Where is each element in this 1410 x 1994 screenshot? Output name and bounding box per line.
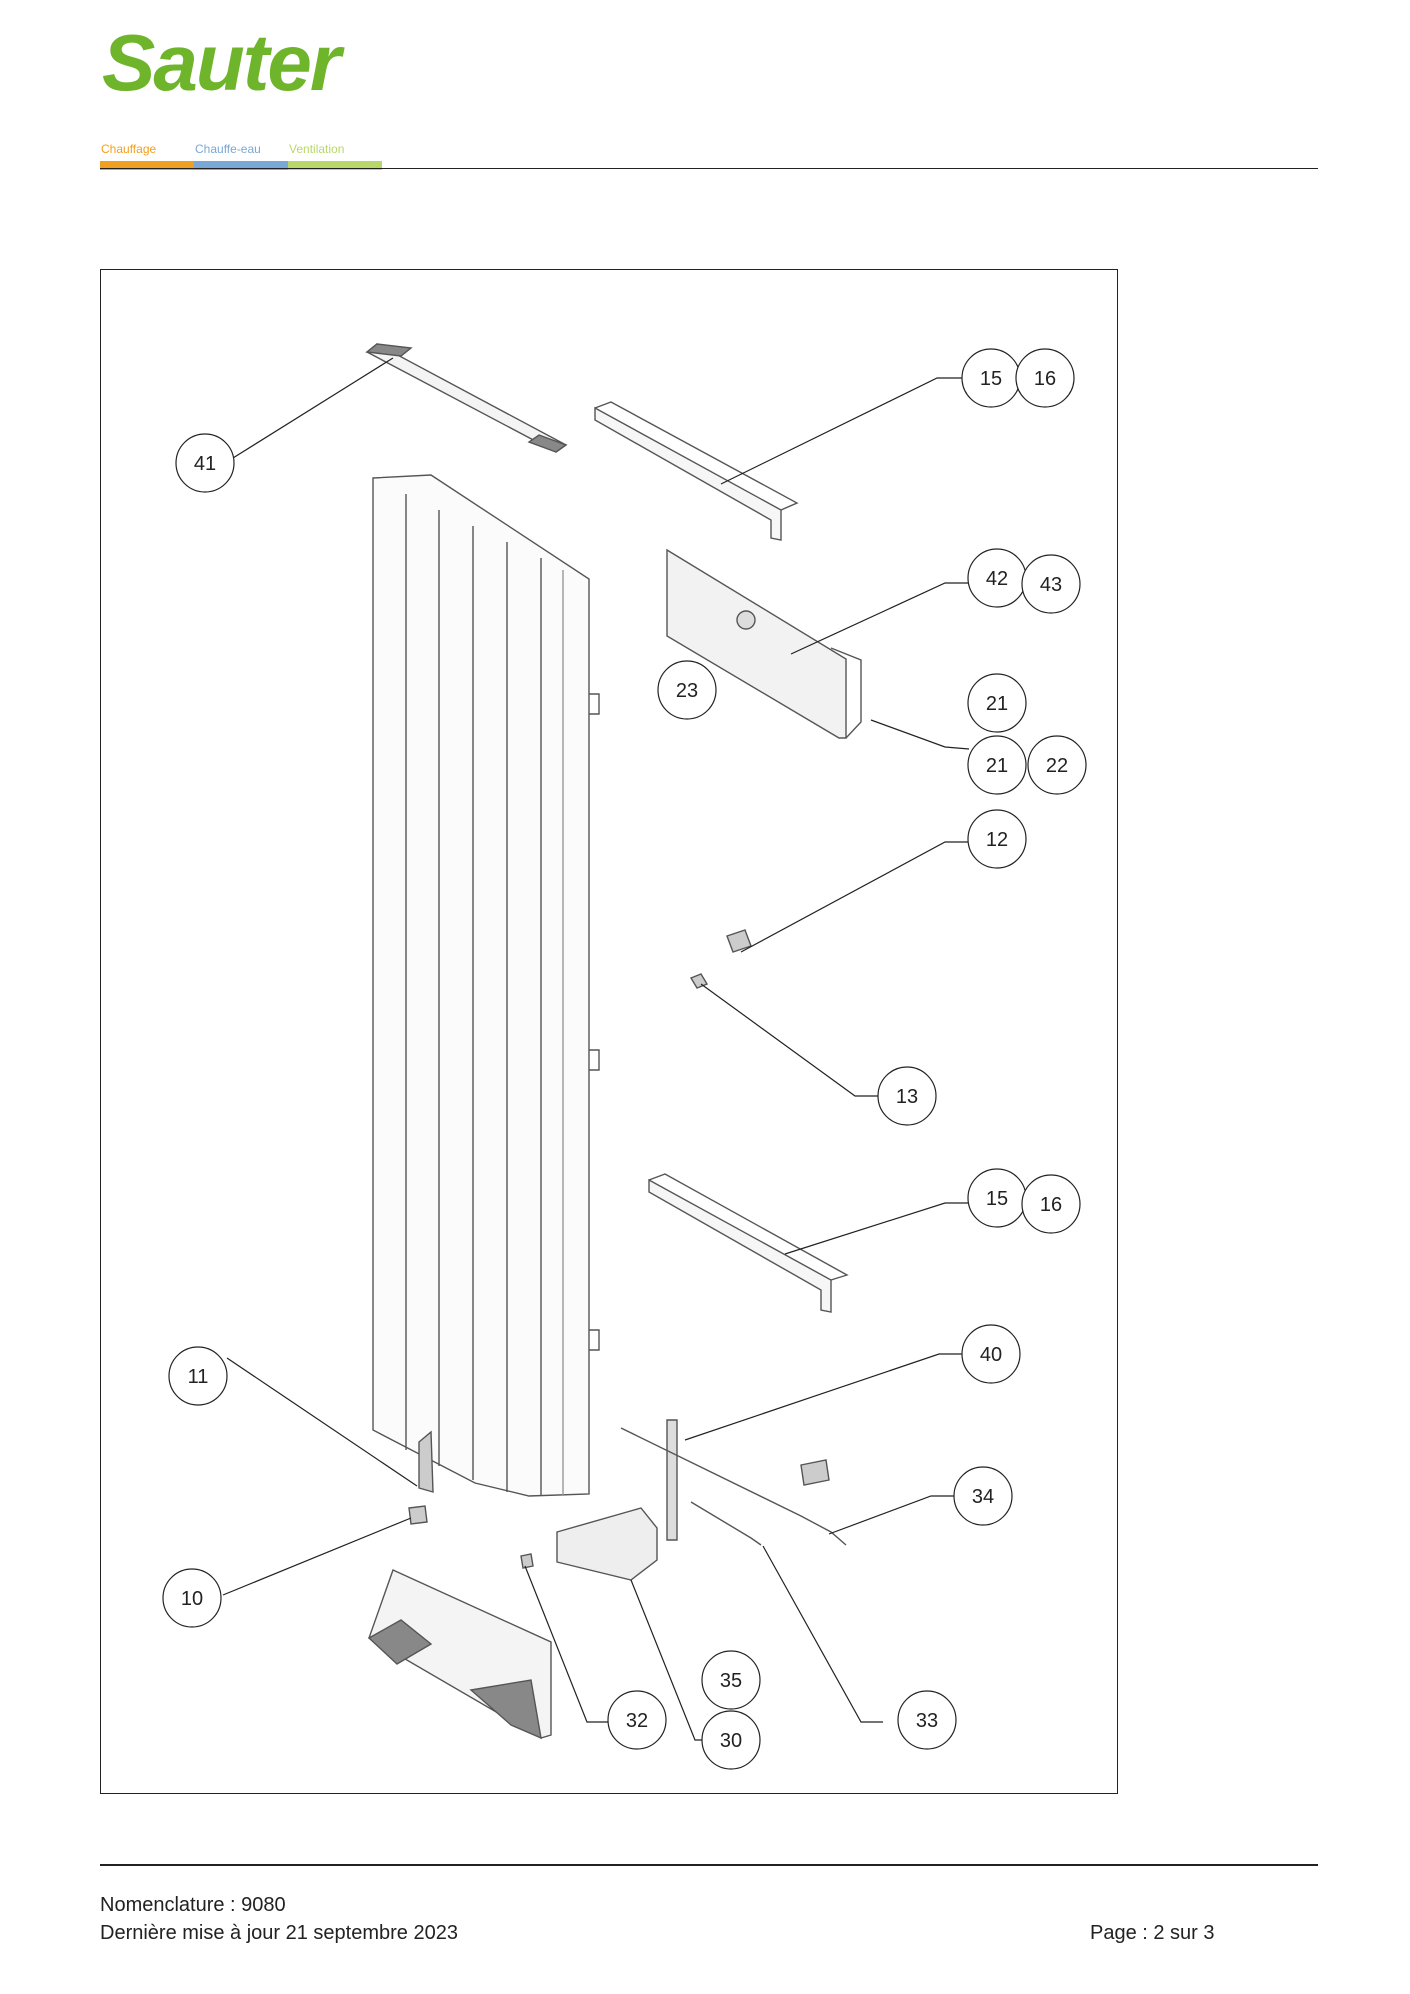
tab-ventilation: Ventilation (288, 142, 382, 170)
tab-label: Chauffage (101, 142, 157, 156)
callout-number: 13 (896, 1086, 918, 1108)
callout-13 (877, 1066, 937, 1126)
footer-divider (100, 1864, 1318, 1866)
callout-number: 43 (1040, 574, 1062, 596)
callout-number: 41 (194, 453, 216, 475)
tab-color-bar (100, 161, 194, 170)
tab-label: Chauffe-eau (195, 142, 261, 156)
callout-21-b (967, 735, 1027, 795)
tab-color-bar (194, 161, 288, 170)
callout-number: 15 (980, 368, 1002, 390)
callout-number: 15 (986, 1188, 1008, 1210)
callout-10 (162, 1568, 222, 1628)
tab-chauffe-eau: Chauffe-eau (194, 142, 288, 170)
callout-number: 10 (181, 1588, 203, 1610)
callout-number: 33 (916, 1710, 938, 1732)
callout-number: 11 (188, 1366, 209, 1388)
callout-16-bottom (1021, 1174, 1081, 1234)
footer-last-updated: Dernière mise à jour 21 septembre 2023 (100, 1922, 458, 1944)
callout-12 (967, 809, 1027, 869)
tab-chauffage: Chauffage (100, 142, 194, 170)
callout-16-top (1015, 348, 1075, 408)
callout-41 (175, 433, 235, 493)
callout-21-a (967, 673, 1027, 733)
callout-number: 32 (626, 1710, 648, 1732)
callout-number: 34 (972, 1486, 994, 1508)
exploded-parts-diagram: 41 15 16 42 43 23 21 21 22 12 13 15 16 4… (100, 269, 1118, 1794)
callout-34 (953, 1466, 1013, 1526)
leader-lines (222, 357, 970, 1741)
callout-number: 12 (986, 829, 1008, 851)
footer-nomenclature: Nomenclature : 9080 (100, 1894, 286, 1916)
callout-circles (162, 348, 1087, 1770)
callout-number: 21 (986, 755, 1008, 777)
radiator-drawing (365, 343, 862, 1740)
header-divider (100, 168, 1318, 169)
callout-number: 40 (980, 1344, 1002, 1366)
callout-number: 16 (1040, 1194, 1062, 1216)
footer-page-number: Page : 2 sur 3 (1090, 1922, 1215, 1944)
callout-number: 21 (986, 693, 1008, 715)
tab-color-bar (288, 161, 382, 170)
callout-number: 30 (720, 1730, 742, 1752)
sauter-logo: Sauter (100, 18, 390, 107)
callout-32 (607, 1690, 667, 1750)
callout-number: 22 (1046, 755, 1068, 777)
callout-number: 35 (720, 1670, 742, 1692)
callout-numbers: 41 15 16 42 43 23 21 21 22 12 13 15 16 4… (181, 368, 1068, 1752)
logo-wordmark: Sauter (102, 22, 345, 102)
callout-33 (897, 1690, 957, 1750)
callout-11 (168, 1346, 228, 1406)
callout-40 (961, 1324, 1021, 1384)
callout-30 (701, 1710, 761, 1770)
callout-23 (657, 660, 717, 720)
diagram-canvas: 41 15 16 42 43 23 21 21 22 12 13 15 16 4… (162, 343, 1087, 1770)
callout-22 (1027, 735, 1087, 795)
callout-number: 23 (676, 680, 698, 702)
callout-35 (701, 1650, 761, 1710)
tab-label: Ventilation (289, 142, 345, 156)
callout-43 (1021, 554, 1081, 614)
category-tabs: Chauffage Chauffe-eau Ventilation (100, 142, 382, 170)
callout-number: 16 (1034, 368, 1056, 390)
callout-number: 42 (986, 568, 1008, 590)
